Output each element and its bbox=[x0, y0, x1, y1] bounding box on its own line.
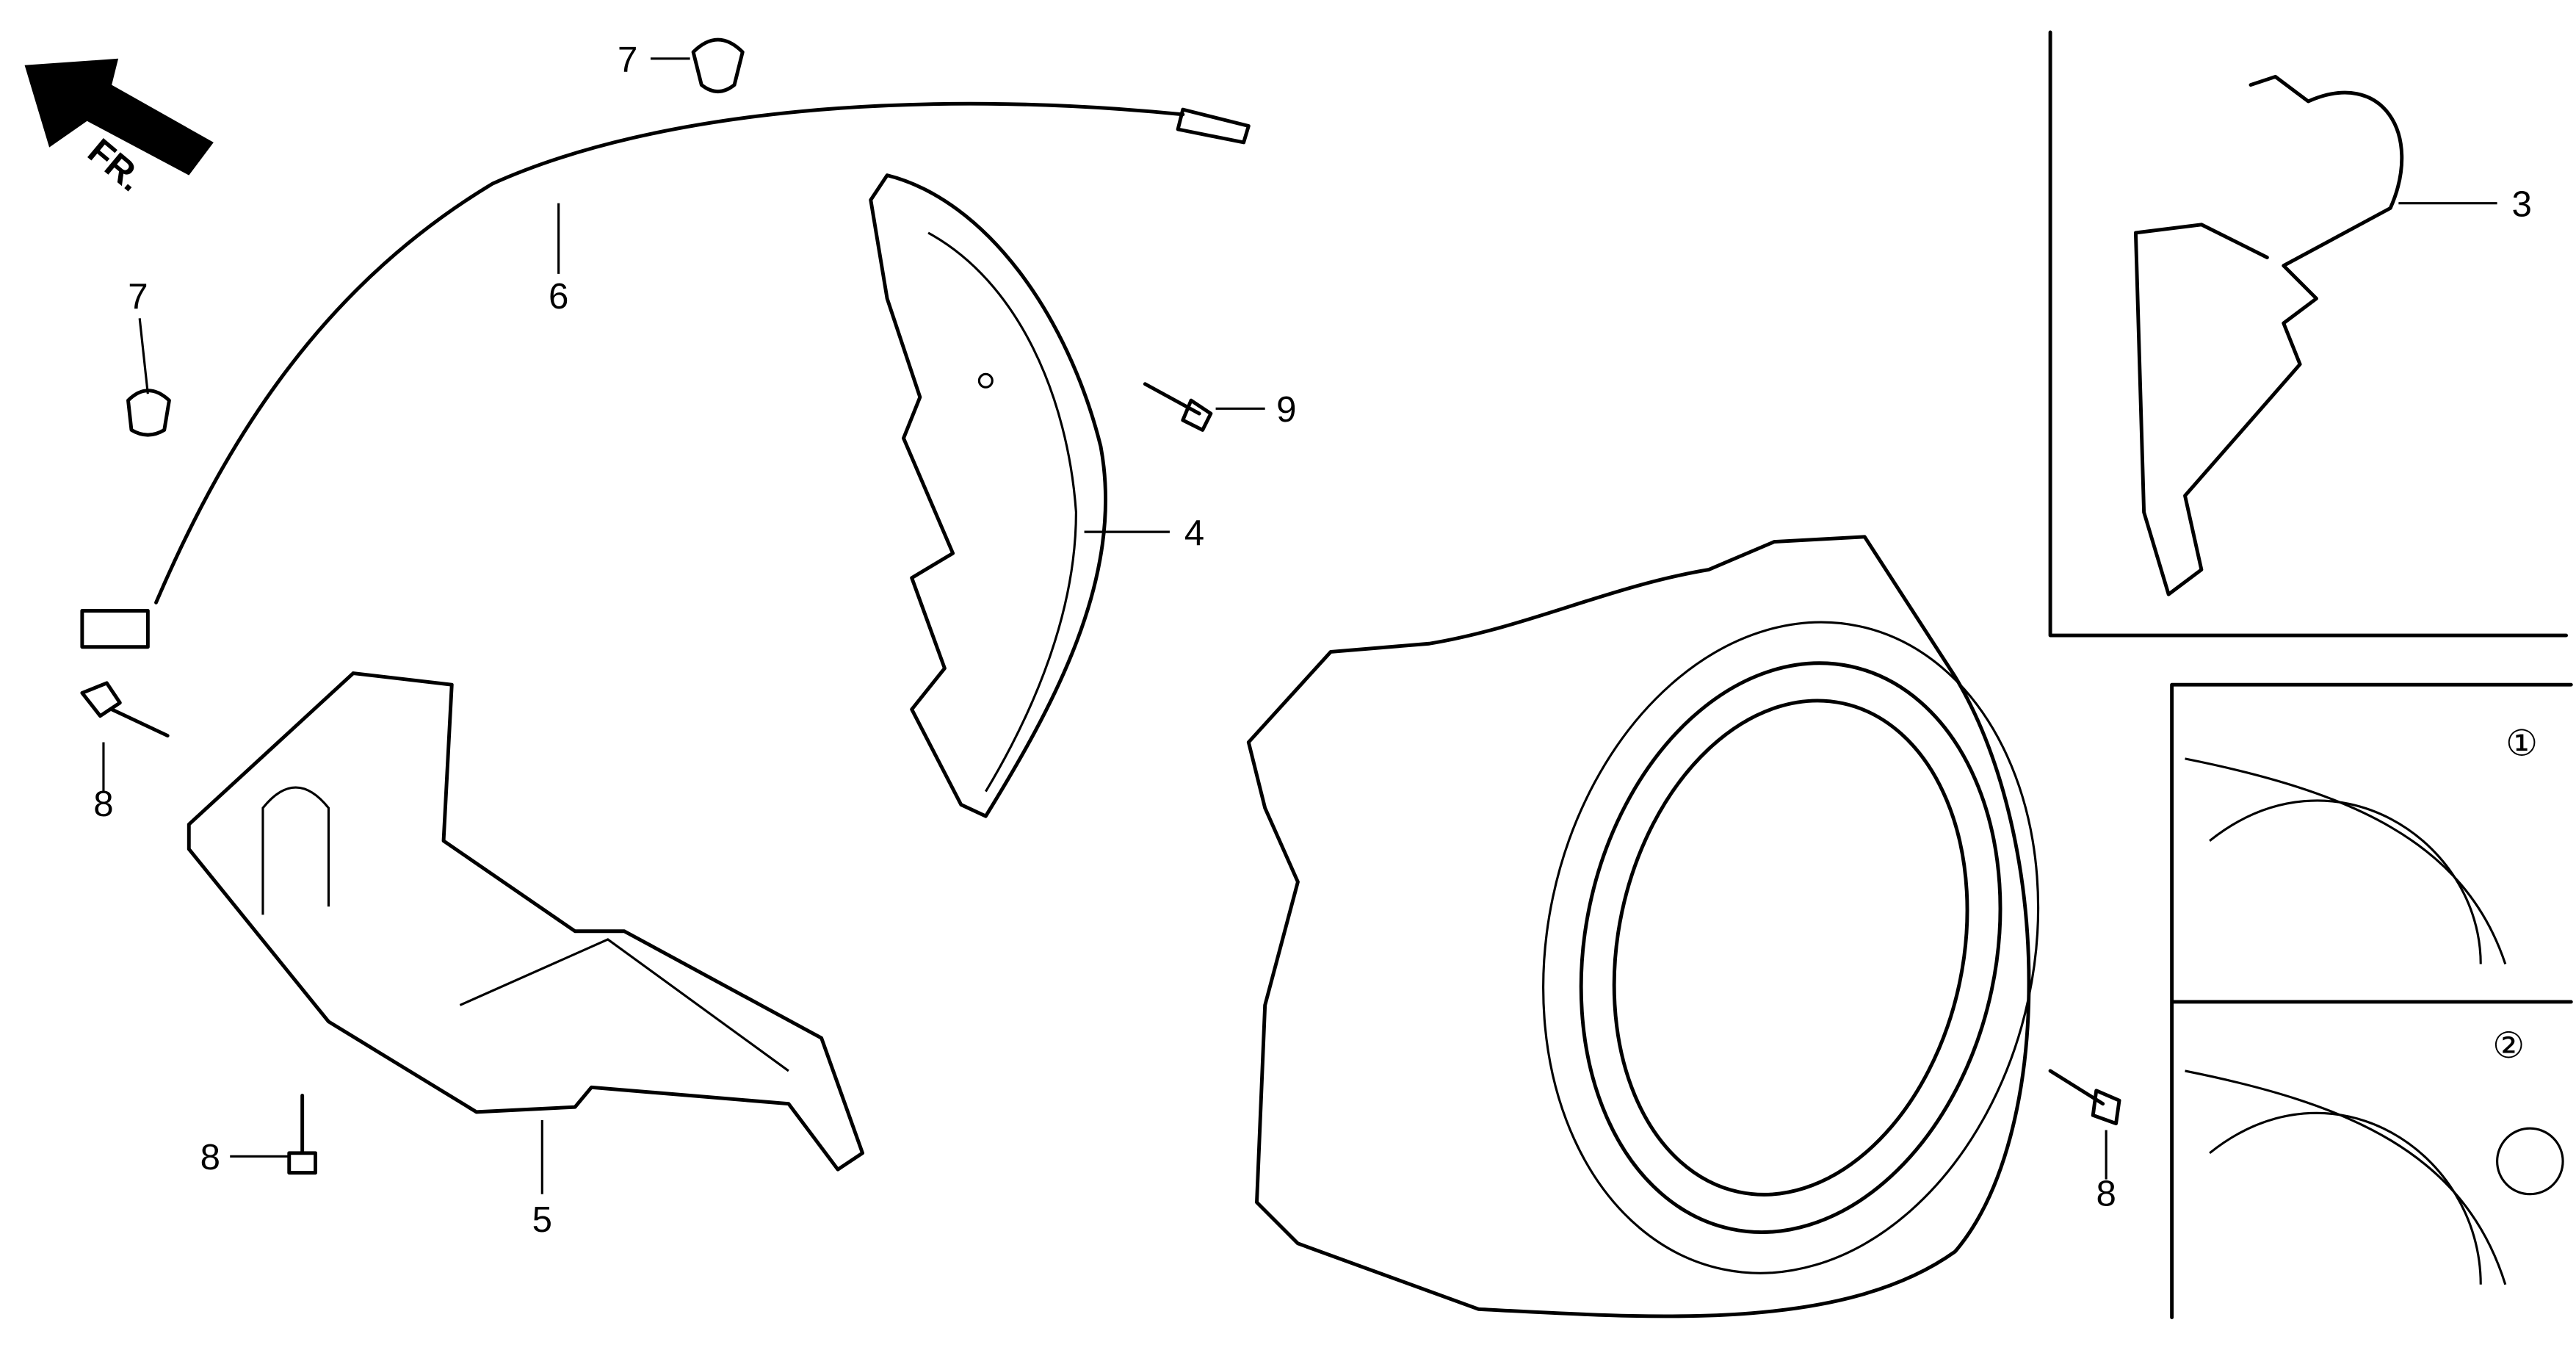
callout-8: 8 bbox=[200, 1137, 220, 1177]
callout-6: 6 bbox=[549, 276, 568, 317]
callout-3: 3 bbox=[2511, 184, 2531, 225]
bolt-8-part bbox=[2048, 1069, 2121, 1125]
clip-part bbox=[126, 389, 171, 437]
bolt-8-part bbox=[80, 681, 170, 738]
callout-5: 5 bbox=[532, 1199, 552, 1240]
callout-4: 4 bbox=[1184, 513, 1204, 553]
callout-7: 7 bbox=[618, 40, 637, 80]
clip-part bbox=[691, 37, 745, 93]
shroud-plate-part bbox=[869, 173, 1107, 818]
variant-1-marker: ① bbox=[2506, 723, 2538, 763]
bolt-8-part bbox=[287, 1094, 318, 1175]
fan-shroud-part bbox=[1246, 535, 2040, 1318]
callout-8: 8 bbox=[93, 784, 113, 824]
cable-part bbox=[80, 101, 1251, 649]
callout-8: 8 bbox=[2096, 1173, 2116, 1213]
front-direction-arrow-icon bbox=[24, 58, 214, 176]
bolt-9-part bbox=[1143, 382, 1213, 432]
callout-9: 9 bbox=[1276, 389, 1296, 430]
leader-lines bbox=[102, 57, 2497, 1194]
variant-2-marker: ② bbox=[2492, 1025, 2525, 1066]
inset-panel-3 bbox=[2048, 30, 2569, 638]
variant-insets bbox=[2170, 682, 2573, 1319]
callout-7: 7 bbox=[128, 276, 148, 317]
lower-cover-part bbox=[187, 671, 865, 1172]
